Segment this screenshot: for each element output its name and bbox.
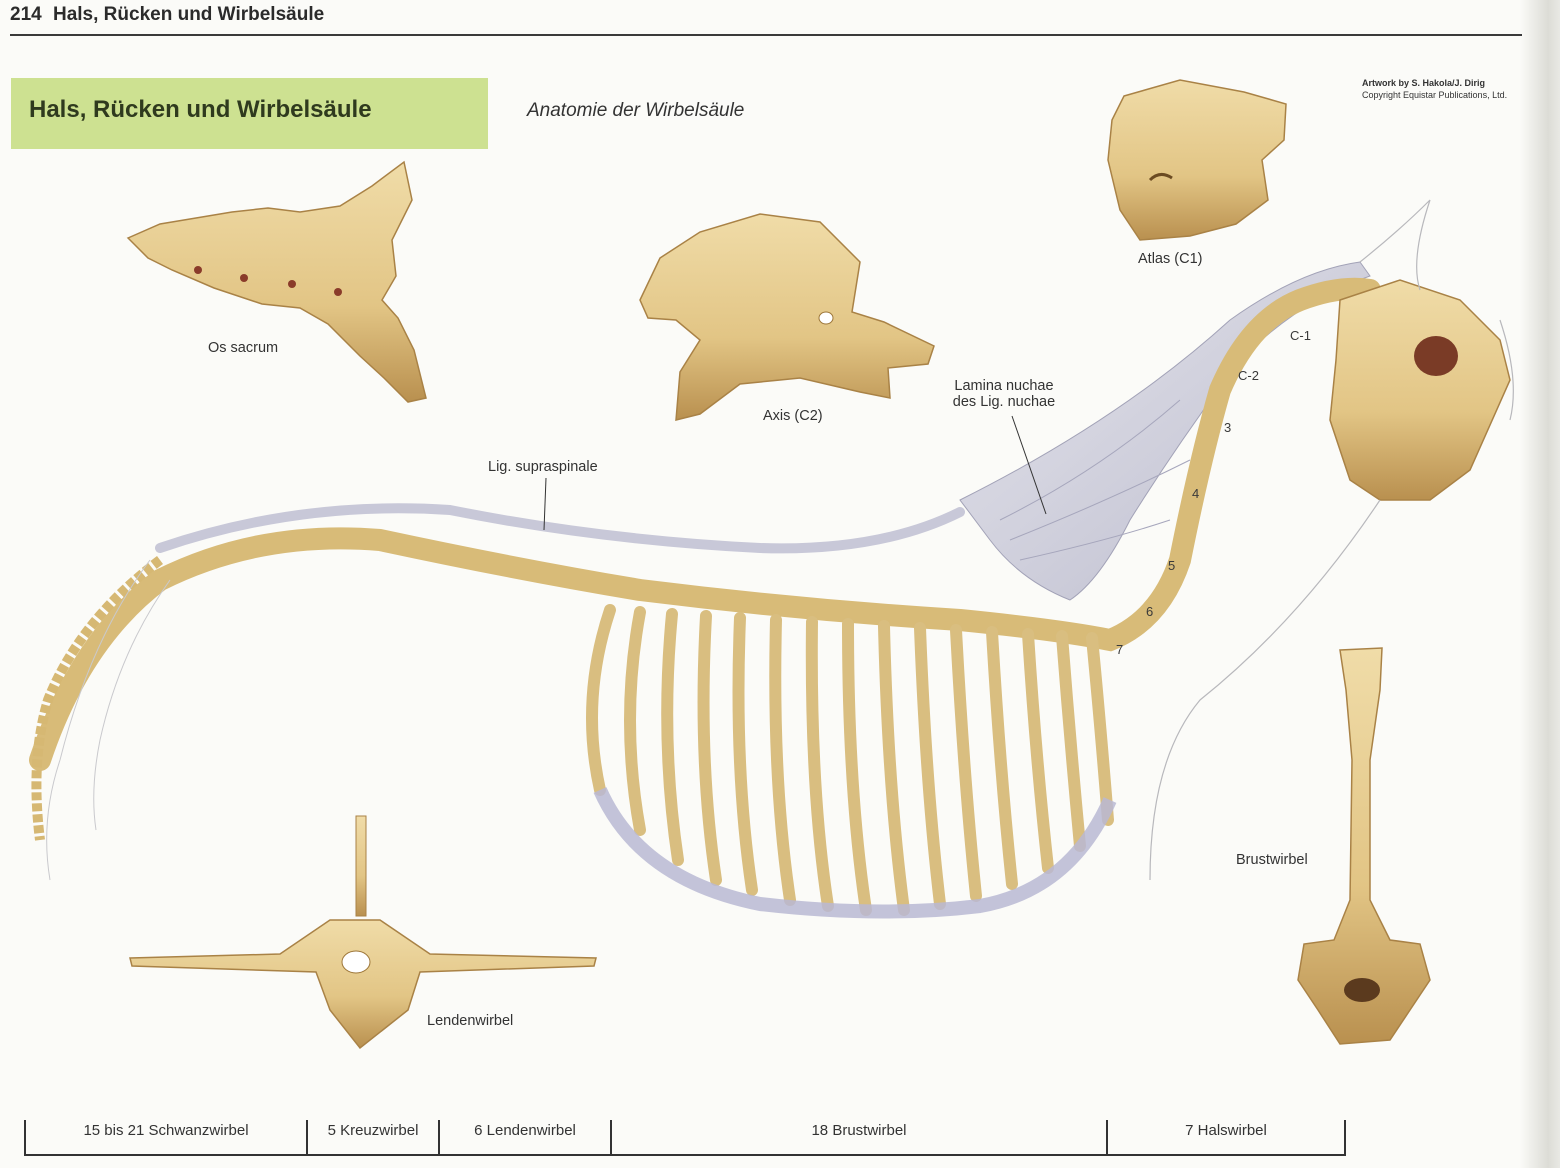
running-header-title: Hals, Rücken und Wirbelsäule [52, 4, 325, 25]
os-sacrum-label: Os sacrum [208, 340, 279, 356]
scale-baseline [24, 1154, 1346, 1156]
os-sacrum-bone [126, 160, 427, 403]
atlas-c1-bone [1107, 79, 1287, 241]
header-rule [10, 34, 1522, 36]
skull [1329, 279, 1511, 501]
section-title: Hals, Rücken und Wirbelsäule [29, 96, 372, 123]
scale-tick [438, 1120, 440, 1156]
supraspinous-ligament [155, 503, 965, 554]
vertebra-count-scale: 15 bis 21 Schwanzwirbel 5 Kreuzwirbel 6 … [24, 1118, 1346, 1158]
tail-vertebrae [31, 556, 164, 841]
scale-tick [306, 1120, 308, 1156]
lig-supraspinale-label: Lig. supraspinale [488, 459, 598, 475]
brustwirbel-label: Brustwirbel [1236, 852, 1308, 868]
scale-tick [610, 1120, 612, 1156]
thoracic-vertebra-bone [1297, 647, 1431, 1045]
cervical-label-3: 3 [1224, 420, 1232, 435]
scale-label-halswirbel: 7 Halswirbel [1185, 1122, 1267, 1139]
cervical-label-4: 4 [1192, 486, 1200, 501]
costal-cartilage [593, 787, 1117, 919]
cervical-label-c1: C-1 [1290, 328, 1311, 343]
scale-label-lendenwirbel: 6 Lendenwirbel [474, 1122, 576, 1139]
cervical-label-5: 5 [1168, 558, 1176, 573]
tail-hair [46, 559, 171, 881]
cervical-label-c2: C-2 [1238, 368, 1259, 383]
scale-tick [24, 1120, 26, 1156]
atlas-label: Atlas (C1) [1138, 251, 1203, 267]
page-number: 214 [10, 4, 42, 25]
scale-label-kreuzwirbel: 5 Kreuzwirbel [327, 1122, 419, 1139]
nuchal-ligament [959, 261, 1371, 601]
page-edge-shadow [1520, 0, 1560, 1168]
scale-tick [1344, 1120, 1346, 1156]
lamina-nuchae-label: Lamina nuchae des Lig. nuchae [948, 378, 1060, 410]
lendenwirbel-label: Lendenwirbel [427, 1013, 514, 1029]
vertebral-column [29, 277, 1381, 771]
axis-label: Axis (C2) [763, 408, 823, 424]
credit-copyright: Copyright Equistar Publications, Ltd. [1362, 90, 1508, 100]
axis-c2-bone [639, 213, 935, 421]
lamina-nuchae-line2: des Lig. nuchae [952, 394, 1056, 410]
scale-label-schwanzwirbel: 15 bis 21 Schwanzwirbel [83, 1122, 249, 1139]
rib-cage [586, 604, 1114, 916]
section-title-box: Hals, Rücken und Wirbelsäule [11, 78, 488, 149]
lamina-nuchae-leader [1011, 415, 1047, 515]
scale-tick [1106, 1120, 1108, 1156]
lumbar-vertebra-bone [129, 815, 597, 1050]
artwork-credit: Artwork by S. Hakola/J. Dirig Copyright … [1362, 77, 1507, 101]
cervical-label-7: 7 [1116, 642, 1124, 657]
horse-outline [1149, 199, 1514, 881]
lamina-nuchae-line1: Lamina nuchae [954, 378, 1054, 394]
running-header: 214 Hals, Rücken und Wirbelsäule [10, 4, 324, 26]
cervical-label-6: 6 [1146, 604, 1154, 619]
scale-label-brustwirbel: 18 Brustwirbel [811, 1122, 907, 1139]
lig-supraspinale-leader [543, 477, 547, 531]
credit-artist: Artwork by S. Hakola/J. Dirig [1362, 78, 1486, 88]
figure-subtitle: Anatomie der Wirbelsäule [527, 100, 745, 121]
